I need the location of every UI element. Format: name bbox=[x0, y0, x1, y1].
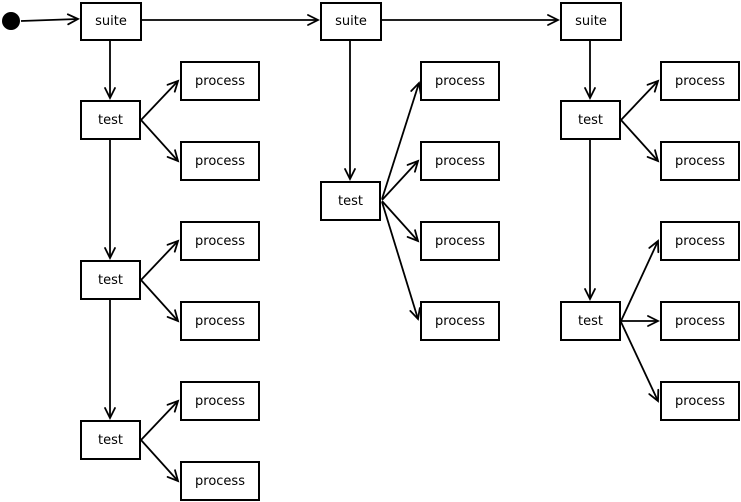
edge-test-m1-to-process-m2 bbox=[381, 161, 418, 201]
process-node-process-m3: process bbox=[420, 221, 500, 261]
process-node-process-l5: process bbox=[180, 381, 260, 421]
edge-test-l2-to-process-l4 bbox=[140, 279, 178, 321]
edge-start-to-suite-1 bbox=[20, 19, 78, 21]
process-node-process-r1: process bbox=[660, 61, 740, 101]
test-node-test-l1: test bbox=[80, 100, 141, 140]
edge-test-l1-to-process-l1 bbox=[140, 81, 178, 121]
test-node-test-l2: test bbox=[80, 260, 141, 300]
suite-node-suite-1: suite bbox=[80, 2, 142, 41]
process-node-process-m2: process bbox=[420, 141, 500, 181]
edge-test-r1-to-process-r2 bbox=[620, 119, 658, 161]
test-node-test-l3: test bbox=[80, 420, 141, 460]
process-node-process-l1: process bbox=[180, 61, 260, 101]
edge-test-r2-to-process-r3 bbox=[620, 241, 658, 322]
start-node-circle bbox=[2, 12, 20, 30]
edge-test-m1-to-process-m4 bbox=[381, 201, 418, 319]
edge-test-r1-to-process-r1 bbox=[620, 81, 658, 121]
process-node-process-l4: process bbox=[180, 301, 260, 341]
process-node-process-r4: process bbox=[660, 301, 740, 341]
test-node-test-r2: test bbox=[560, 301, 621, 341]
suite-node-suite-2: suite bbox=[320, 2, 382, 41]
edge-test-m1-to-process-m1 bbox=[381, 83, 419, 200]
test-node-test-r1: test bbox=[560, 100, 621, 140]
process-node-process-m1: process bbox=[420, 61, 500, 101]
edge-test-l1-to-process-l2 bbox=[140, 119, 178, 161]
process-node-process-l6: process bbox=[180, 461, 260, 501]
process-node-process-l2: process bbox=[180, 141, 260, 181]
edge-test-l2-to-process-l3 bbox=[140, 241, 178, 281]
edge-test-l3-to-process-l5 bbox=[140, 401, 178, 441]
test-node-test-m1: test bbox=[320, 181, 381, 221]
edge-test-m1-to-process-m3 bbox=[381, 200, 418, 241]
process-node-process-m4: process bbox=[420, 301, 500, 341]
process-node-process-r5: process bbox=[660, 381, 740, 421]
edge-test-r2-to-process-r5 bbox=[620, 321, 658, 401]
process-node-process-r2: process bbox=[660, 141, 740, 181]
process-node-process-l3: process bbox=[180, 221, 260, 261]
suite-node-suite-3: suite bbox=[560, 2, 622, 41]
process-node-process-r3: process bbox=[660, 221, 740, 261]
edge-test-l3-to-process-l6 bbox=[140, 439, 178, 481]
